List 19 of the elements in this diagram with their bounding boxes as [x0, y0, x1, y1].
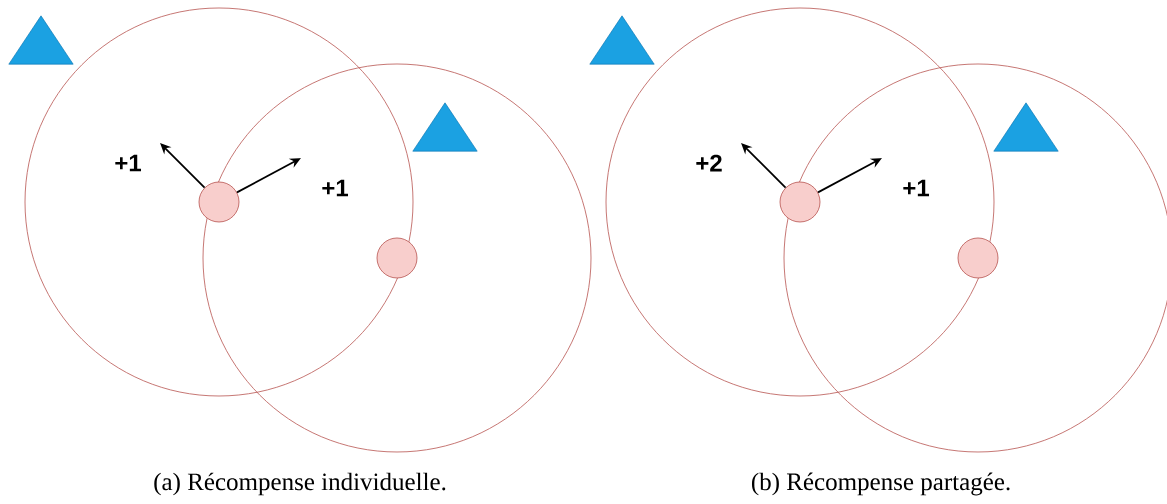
- agent-circle: [376, 237, 418, 279]
- subfigure-caption: (a) Récompense individuelle.: [154, 472, 446, 496]
- agent-circle: [198, 181, 240, 223]
- target-triangle: [412, 102, 478, 152]
- reward-label: +1: [115, 154, 141, 172]
- arrow: [160, 143, 206, 189]
- range-circle: [605, 7, 995, 397]
- target-triangle: [8, 15, 74, 65]
- target-triangle: [589, 15, 655, 65]
- reward-label: +1: [903, 179, 929, 197]
- range-circle: [202, 63, 592, 453]
- reward-label: +1: [322, 179, 348, 197]
- arrow: [741, 143, 787, 189]
- agent-circle: [779, 181, 821, 223]
- reward-label: +2: [696, 154, 722, 172]
- range-circle: [24, 7, 414, 397]
- subfigure-caption: (b) Récompense partagée.: [751, 472, 1010, 496]
- agent-circle: [957, 237, 999, 279]
- target-triangle: [993, 102, 1059, 152]
